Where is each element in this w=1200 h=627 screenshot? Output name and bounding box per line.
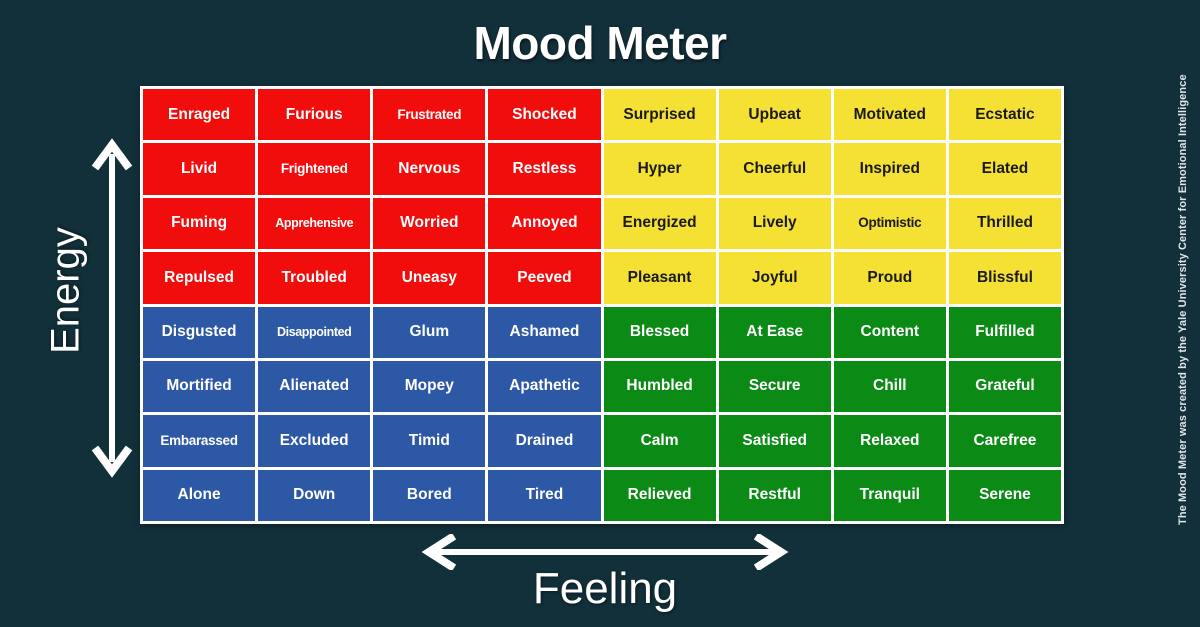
mood-cell[interactable]: Frustrated: [373, 89, 486, 141]
double-vertical-arrow-icon: [91, 138, 133, 478]
mood-cell[interactable]: Livid: [143, 143, 256, 195]
feeling-axis: Feeling: [370, 534, 840, 624]
page-title: Mood Meter: [473, 17, 727, 69]
mood-cell[interactable]: Alone: [143, 469, 256, 521]
attribution: The Mood Meter was created by the Yale U…: [1170, 62, 1196, 532]
mood-cell[interactable]: Alienated: [258, 360, 371, 413]
mood-cell[interactable]: Upbeat: [718, 89, 831, 141]
mood-cell[interactable]: Carefree: [948, 415, 1061, 467]
mood-cell[interactable]: Down: [258, 469, 371, 521]
mood-cell[interactable]: Ashamed: [488, 306, 601, 358]
mood-cell[interactable]: Energized: [603, 197, 716, 250]
mood-cell[interactable]: Repulsed: [143, 252, 256, 304]
mood-cell[interactable]: Fuming: [143, 197, 256, 250]
mood-cell[interactable]: Joyful: [718, 252, 831, 304]
mood-cell[interactable]: Blessed: [603, 306, 716, 358]
mood-cell[interactable]: Excluded: [258, 415, 371, 467]
mood-cell[interactable]: At Ease: [718, 306, 831, 358]
double-horizontal-arrow-icon: [421, 534, 789, 570]
mood-cell[interactable]: Furious: [258, 89, 371, 141]
mood-cell[interactable]: Satisfied: [718, 415, 831, 467]
mood-cell[interactable]: Relaxed: [833, 415, 946, 467]
mood-cell[interactable]: Serene: [948, 469, 1061, 521]
mood-cell[interactable]: Pleasant: [603, 252, 716, 304]
mood-cell[interactable]: Drained: [488, 415, 601, 467]
mood-cell[interactable]: Hyper: [603, 143, 716, 195]
mood-cell[interactable]: Apprehensive: [258, 197, 371, 250]
mood-cell[interactable]: Frightened: [258, 143, 371, 195]
mood-cell[interactable]: Mortified: [143, 360, 256, 413]
mood-cell[interactable]: Inspired: [833, 143, 946, 195]
energy-axis: Energy: [24, 138, 144, 478]
mood-cell[interactable]: Thrilled: [948, 197, 1061, 250]
mood-cell[interactable]: Fulfilled: [948, 306, 1061, 358]
mood-cell[interactable]: Restful: [718, 469, 831, 521]
mood-cell[interactable]: Enraged: [143, 89, 256, 141]
mood-cell[interactable]: Ecstatic: [948, 89, 1061, 141]
mood-cell[interactable]: Secure: [718, 360, 831, 413]
mood-cell[interactable]: Humbled: [603, 360, 716, 413]
mood-cell[interactable]: Surprised: [603, 89, 716, 141]
mood-cell[interactable]: Shocked: [488, 89, 601, 141]
feeling-axis-label: Feeling: [532, 564, 678, 613]
mood-cell[interactable]: Mopey: [373, 360, 486, 413]
mood-cell[interactable]: Tired: [488, 469, 601, 521]
mood-cell[interactable]: Elated: [948, 143, 1061, 195]
mood-cell[interactable]: Troubled: [258, 252, 371, 304]
mood-cell[interactable]: Motivated: [833, 89, 946, 141]
mood-cell[interactable]: Apathetic: [488, 360, 601, 413]
energy-axis-label: Energy: [43, 227, 88, 354]
mood-cell[interactable]: Content: [833, 306, 946, 358]
mood-cell[interactable]: Embarassed: [143, 415, 256, 467]
mood-cell[interactable]: Nervous: [373, 143, 486, 195]
mood-cell[interactable]: Disgusted: [143, 306, 256, 358]
mood-cell[interactable]: Worried: [373, 197, 486, 250]
mood-cell[interactable]: Tranquil: [833, 469, 946, 521]
mood-cell[interactable]: Grateful: [948, 360, 1061, 413]
mood-cell[interactable]: Bored: [373, 469, 486, 521]
attribution-text: The Mood Meter was created by the Yale U…: [1177, 74, 1189, 525]
mood-cell[interactable]: Peeved: [488, 252, 601, 304]
mood-cell[interactable]: Restless: [488, 143, 601, 195]
mood-cell[interactable]: Relieved: [603, 469, 716, 521]
mood-cell[interactable]: Uneasy: [373, 252, 486, 304]
mood-cell[interactable]: Optimistic: [833, 197, 946, 250]
mood-cell[interactable]: Timid: [373, 415, 486, 467]
mood-cell[interactable]: Chill: [833, 360, 946, 413]
mood-cell[interactable]: Lively: [718, 197, 831, 250]
mood-cell[interactable]: Blissful: [948, 252, 1061, 304]
mood-cell[interactable]: Cheerful: [718, 143, 831, 195]
mood-cell[interactable]: Calm: [603, 415, 716, 467]
mood-cell[interactable]: Proud: [833, 252, 946, 304]
mood-cell[interactable]: Annoyed: [488, 197, 601, 250]
mood-cell[interactable]: Disappointed: [258, 306, 371, 358]
mood-cell[interactable]: Glum: [373, 306, 486, 358]
